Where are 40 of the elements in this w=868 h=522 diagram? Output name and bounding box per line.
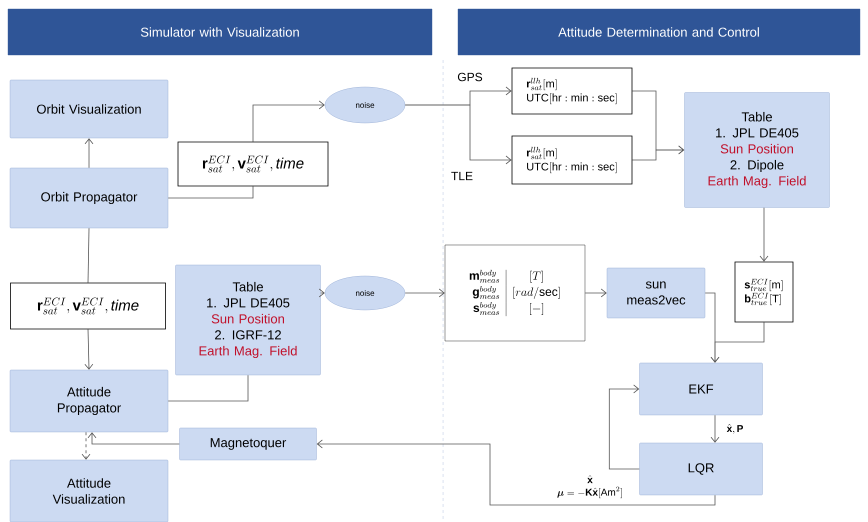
formula-box: $\mathbf{r}_{sat}^{ECI},\mathbf{v}_{sat}^{ECI},\mathit{time}$	[10, 282, 166, 330]
process-box: Attitude Propagator	[10, 370, 168, 432]
header-band: Simulator with Visualization	[8, 8, 432, 56]
connector-line	[88, 228, 90, 283]
process-box: Table 1. JPL DE405 Sun Position 2. Dipole Earth Mag. Field	[684, 92, 830, 208]
arrow	[318, 288, 325, 298]
header-band: Attitude Determination and Control	[458, 8, 860, 56]
process-box: Table 1. JPL DE405 Sun Position 2. IGRF-12 Earth Mag. Field	[175, 264, 321, 376]
formula-box: $\mathbf{s}_{true}^{ECI}[\mathrm{m}]$ $\mathbf{b}_{true}^{ECI}[\mathrm{T}]$	[734, 262, 794, 322]
formula-box: $\mathbf{r}_{sat}^{llh}[\mathrm{m}]$ $\mathrm{UTC}[\mathrm{hr}:\mathrm{min}:\mathrm{sec}]$	[512, 68, 632, 114]
arrow	[608, 384, 640, 470]
arrow	[632, 146, 684, 160]
measurement-table: $\mathbf{m}_{meas}^{body}$ $[T]$ $\mathbf{g}_{meas}^{body}$ $[rad/\mathrm{sec}]$ $\mathbf{s}_{meas}^{body}$ $[-]$	[444, 244, 586, 342]
process-box: Orbit Visualization	[10, 80, 168, 138]
process-box: Orbit Propagator	[10, 168, 168, 228]
arrow	[82, 432, 90, 460]
arrow	[84, 329, 94, 370]
process-box: EKF	[639, 362, 763, 416]
process-box: sun meas2vec	[606, 268, 706, 318]
formula-box: $\mathbf{r}_{sat}^{llh}[\mathrm{m}]$ $\mathrm{UTC}[\mathrm{hr}:\mathrm{min}:\mathrm{sec}]$	[512, 136, 632, 184]
arrow	[710, 322, 764, 363]
source-label: GPS	[458, 72, 482, 82]
arrow	[584, 288, 607, 298]
formula-box: $\mathbf{r}_{sat}^{ECI},\mathbf{v}_{sat}^{ECI},\mathit{time}$	[178, 142, 328, 186]
process-box: LQR	[639, 442, 763, 496]
arrow	[404, 288, 445, 298]
arrow	[710, 414, 720, 443]
arrow	[404, 104, 512, 164]
arrow	[760, 207, 768, 262]
edge-label: $\hat{\mathbf{x}},\mathbf{P}$	[726, 423, 744, 435]
source-label: TLE	[451, 172, 472, 180]
arrow	[316, 440, 716, 506]
connector-line	[168, 374, 248, 402]
connector-line	[168, 186, 254, 198]
process-box: Attitude Visualization	[10, 460, 168, 522]
arrow	[84, 138, 94, 168]
arrow	[88, 432, 180, 444]
arrow	[252, 100, 325, 142]
process-box: Magnetoquer	[179, 428, 317, 460]
edge-label: $\begin{array}{c}\hat{\mathbf{x}}\\ \boldsymbol{\mu}=-\mathbf{K}\hat{\mathbf{x}}[\mathrm{Am}^{2}]\end{array}$	[551, 474, 629, 500]
